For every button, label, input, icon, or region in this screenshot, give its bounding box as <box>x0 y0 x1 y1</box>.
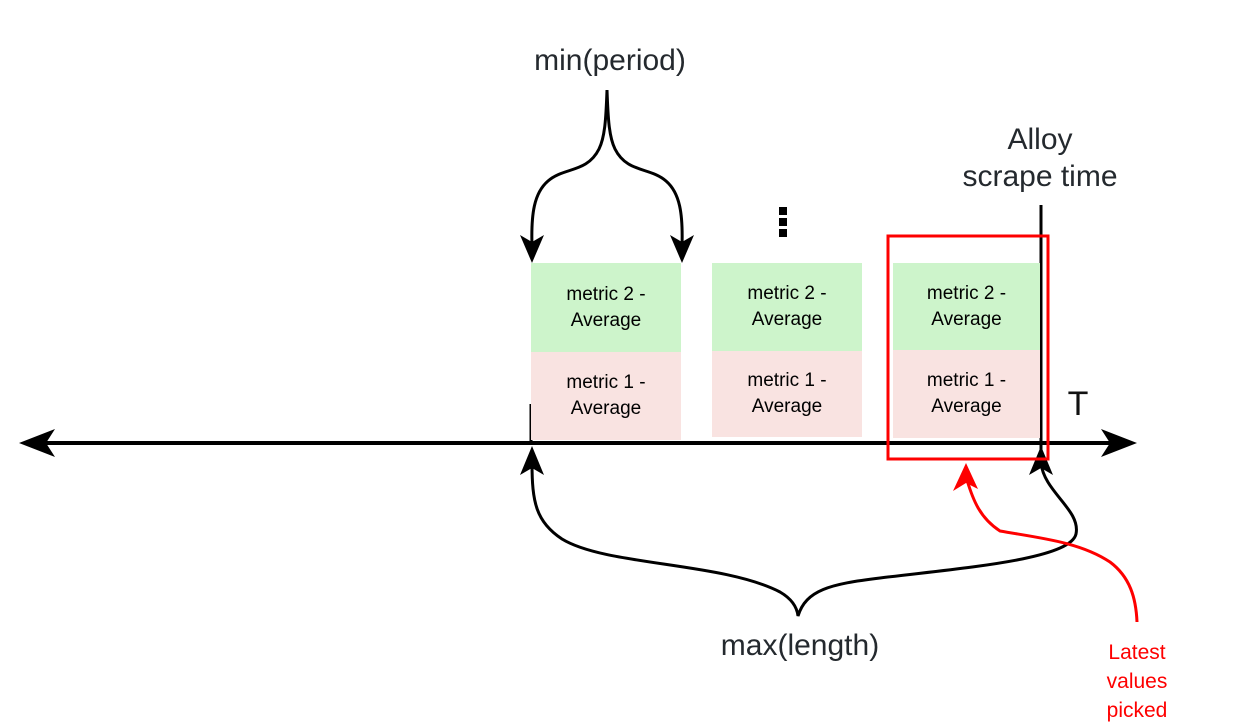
timeline-right-arrowhead <box>1101 429 1137 457</box>
metric2-label: metric 2 - Average <box>926 282 1007 330</box>
metric1-segment: metric 1 - Average <box>712 351 862 437</box>
latest-values-arrow <box>965 479 1139 623</box>
min-period-left-arrowhead <box>520 235 544 263</box>
metric-block-1: metric 2 - Average metric 1 - Average <box>531 263 681 440</box>
metric2-label: metric 2 - Average <box>566 283 646 331</box>
min-period-right-arrowhead <box>670 235 694 263</box>
metric2-segment: metric 2 - Average <box>893 263 1040 350</box>
metric1-label: metric 1 - Average <box>747 370 827 417</box>
metric1-segment: metric 1 - Average <box>893 350 1040 438</box>
min-period-label: min(period) <box>534 44 686 77</box>
max-length-brace <box>530 462 1078 617</box>
axis-t-label: T <box>1067 385 1089 423</box>
metric2-segment: metric 2 - Average <box>712 263 862 351</box>
min-period-brace <box>530 89 684 247</box>
metric1-label: metric 1 - Average <box>926 370 1007 417</box>
metric1-label: metric 1 - Average <box>566 372 646 419</box>
latest-values-label: Latest values picked <box>1106 641 1168 722</box>
metric-block-2: metric 2 - Average metric 1 - Average <box>712 263 862 437</box>
vertical-ellipsis-icon <box>779 207 787 237</box>
metric2-label: metric 2 - Average <box>747 283 827 330</box>
alloy-scrape-time-label: Alloy scrape time <box>962 123 1118 193</box>
timeline-left-arrowhead <box>19 429 55 457</box>
latest-window-highlight-rect <box>886 234 1050 461</box>
latest-values-arrowhead <box>953 463 978 491</box>
max-length-label: max(length) <box>720 629 880 662</box>
metric2-segment: metric 2 - Average <box>531 263 681 352</box>
metric1-segment: metric 1 - Average <box>531 352 681 440</box>
metric-block-3: metric 2 - Average metric 1 - Average <box>893 263 1040 438</box>
max-length-left-arrowhead <box>520 446 544 475</box>
